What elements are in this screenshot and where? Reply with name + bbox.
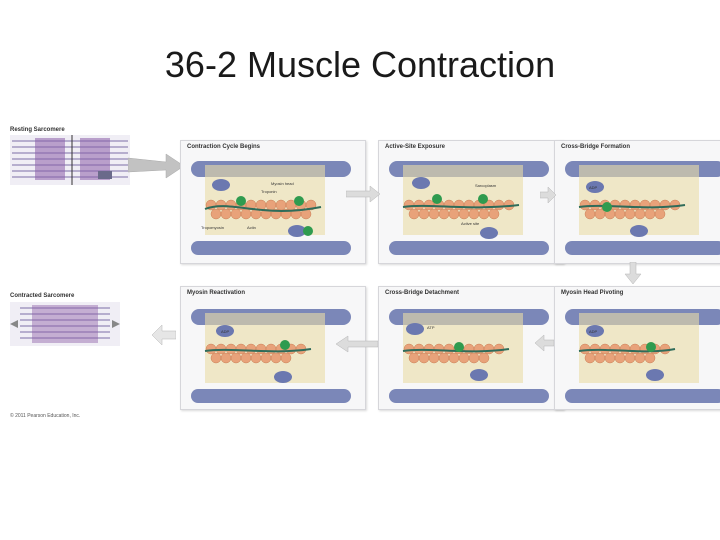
callout-adp: ADP (589, 329, 598, 334)
panel-active-site-exposure: Active-Site Exposure Sarcoplasm Active s… (378, 140, 564, 264)
callout-tropomyosin: Tropomyosin (201, 225, 224, 230)
resting-to-cycle-arrow (128, 153, 185, 179)
panel-title: Myosin Reactivation (187, 290, 246, 296)
resting-sarcomere-label: Resting Sarcomere (10, 127, 65, 133)
slide-title: 36-2 Muscle Contraction (164, 44, 556, 85)
arrow-reactivation-to-contracted (151, 324, 176, 346)
panel-title: Myosin Head Pivoting (561, 290, 624, 296)
panel-title: Active-Site Exposure (385, 144, 446, 150)
myosin-reactivation-illustration: ADP (191, 309, 351, 403)
callout-sarcoplasm: Sarcoplasm (475, 183, 497, 188)
contraction-cycle-begins-illustration: Myosin head Troponin Tropomyosin Actin (191, 161, 351, 255)
callout-actin: Actin (247, 225, 256, 230)
callout-troponin: Troponin (261, 189, 277, 194)
callout-active-site: Active site (461, 221, 480, 226)
arrow-detachment-to-reactivation (335, 335, 378, 353)
panel-myosin-head-pivoting: Myosin Head Pivoting ADP (554, 286, 720, 410)
panel-cross-bridge-formation: Cross-Bridge Formation ADP (554, 140, 720, 264)
cross-bridge-formation-illustration: ADP (565, 161, 720, 255)
panel-title: Cross-Bridge Formation (561, 144, 631, 150)
arrow-formation-to-pivoting (624, 262, 642, 285)
panel-title: Cross-Bridge Detachment (385, 290, 460, 296)
panel-title: Contraction Cycle Begins (187, 144, 261, 150)
callout-adp: ADP (589, 185, 598, 190)
copyright-notice: © 2011 Pearson Education, Inc. (10, 413, 81, 419)
callout-myosin-head: Myosin head (271, 181, 294, 186)
arrow-pivoting-to-detachment (534, 334, 554, 352)
contracted-sarcomere-image (10, 302, 120, 346)
contracted-sarcomere-label: Contracted Sarcomere (10, 293, 75, 299)
arrow-begins-to-exposure (346, 185, 381, 203)
cross-bridge-detachment-illustration: ATP (389, 309, 549, 403)
myosin-head-pivoting-illustration: ADP (565, 309, 720, 403)
panel-cross-bridge-detachment: Cross-Bridge Detachment ATP (378, 286, 564, 410)
callout-adp: ADP (221, 329, 230, 334)
arrow-exposure-to-formation (540, 186, 557, 204)
panel-myosin-reactivation: Myosin Reactivation ADP (180, 286, 366, 410)
callout-atp: ATP (427, 325, 435, 330)
resting-sarcomere-image (10, 135, 130, 185)
active-site-exposure-illustration: Sarcoplasm Active site (389, 161, 549, 255)
panel-contraction-cycle-begins: Contraction Cycle Begins Myosin head Tro… (180, 140, 366, 264)
